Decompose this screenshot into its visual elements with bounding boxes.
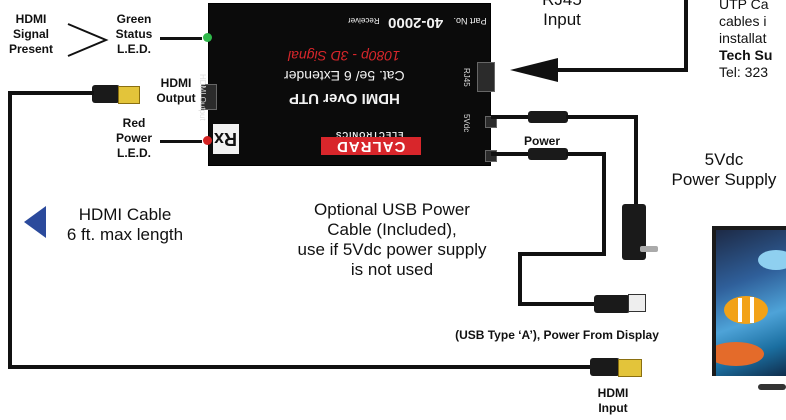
label-line: Input bbox=[598, 401, 628, 415]
usb-stub bbox=[491, 152, 529, 156]
title-line: HDMI Over UTP bbox=[229, 90, 459, 108]
label-line: HDMI bbox=[15, 12, 47, 26]
usb-barrel-plug bbox=[528, 148, 568, 160]
label-line: HDMI Cable bbox=[78, 205, 172, 224]
5vdc-cable-vertical bbox=[634, 115, 638, 207]
bracket-icon bbox=[67, 23, 109, 57]
receiver-label: Receiver bbox=[348, 16, 381, 25]
hdmi-input-label: HDMI Input bbox=[588, 386, 638, 416]
label-line: L.E.D. bbox=[116, 146, 151, 160]
label-line: Power Supply bbox=[671, 170, 777, 189]
usb-cable-h3 bbox=[518, 302, 598, 306]
subtitle-text: Cat. 5e/ 6 Extender bbox=[283, 68, 405, 84]
red-led bbox=[203, 136, 212, 145]
part-number: 40-2000 bbox=[388, 14, 444, 31]
subtitle-line: Cat. 5e/ 6 Extender bbox=[229, 68, 459, 86]
left-arrow-icon bbox=[510, 58, 558, 82]
5vdc-cable-horizontal bbox=[566, 115, 638, 119]
hdmi-output-plug-tip bbox=[118, 86, 140, 104]
info-line: installat bbox=[719, 30, 767, 46]
label-line: Optional USB Power bbox=[314, 200, 470, 219]
hdmi-input-plug-tip bbox=[618, 359, 642, 377]
label-line: Present bbox=[8, 42, 54, 56]
spec-line: 1080p - 3D Signal bbox=[229, 48, 459, 66]
rj45-cable-horizontal bbox=[556, 68, 688, 72]
usb-cable-v1 bbox=[602, 152, 606, 256]
green-status-led-label: Green Status L.E.D. bbox=[108, 12, 160, 57]
hdmi-cable-bottom bbox=[8, 365, 592, 369]
hdmi-output-plug bbox=[92, 85, 120, 103]
power-supply-prong bbox=[640, 246, 658, 252]
label-line: Input bbox=[543, 10, 581, 29]
hdmi-output-port-label: HDMI Output bbox=[198, 74, 207, 121]
power-supply-label: 5Vdc Power Supply bbox=[654, 150, 786, 190]
5vdc-plug bbox=[528, 111, 568, 123]
title-text: HDMI Over UTP bbox=[288, 90, 400, 107]
label-line: RJ45 bbox=[522, 0, 602, 10]
info-line: UTP Ca bbox=[719, 0, 769, 12]
rj45-input-label: RJ45 Input bbox=[522, 0, 602, 30]
5vdc-port-label: 5Vdc bbox=[462, 114, 471, 133]
rx-text: Rx bbox=[214, 129, 238, 149]
optional-usb-label: Optional USB Power Cable (Included), use… bbox=[262, 200, 522, 280]
power-stub-top bbox=[491, 115, 529, 119]
part-number-row: Part No. 40-2000 Receiver bbox=[249, 13, 487, 31]
brand-logo: CALRAD bbox=[321, 137, 421, 155]
info-line: cables i bbox=[719, 13, 767, 29]
hdmi-input-plug bbox=[590, 358, 620, 376]
label-line: Power bbox=[115, 131, 152, 145]
tv-stand bbox=[758, 384, 786, 390]
green-led bbox=[203, 33, 212, 42]
label-line: Green bbox=[116, 12, 152, 26]
label-line: Cable (Included), bbox=[327, 220, 457, 239]
power-label: Power bbox=[523, 134, 560, 148]
red-power-led-label: Red Power L.E.D. bbox=[108, 116, 160, 161]
label-line: 6 ft. max length bbox=[66, 225, 184, 244]
utp-info-text: UTP Ca cables i installat Tech Su Tel: 3… bbox=[719, 0, 786, 81]
hdmi-output-port bbox=[201, 84, 217, 110]
rj45-port-label: RJ45 bbox=[462, 68, 471, 87]
usb-type-a-tip bbox=[628, 294, 646, 312]
label-line: Red bbox=[122, 116, 146, 130]
label-line: L.E.D. bbox=[116, 42, 151, 56]
label-line: Status bbox=[115, 27, 153, 41]
left-triangle-icon bbox=[24, 206, 46, 238]
hdmi-cable-left bbox=[8, 91, 12, 369]
spec-text: 1080p - 3D Signal bbox=[287, 48, 401, 64]
usb-cable-h1 bbox=[566, 152, 606, 156]
part-number-label: Part No. bbox=[453, 16, 487, 26]
usb-cable-v2 bbox=[518, 252, 522, 306]
receiver-device: HDMI Output Part No. 40-2000 Receiver 10… bbox=[198, 3, 497, 166]
rj45-cable-vertical bbox=[684, 0, 688, 72]
label-line: Output bbox=[156, 91, 196, 105]
tropical-fish-image bbox=[716, 250, 786, 366]
hdmi-output-label: HDMI Output bbox=[148, 76, 204, 106]
tech-support-line: Tech Su bbox=[719, 47, 773, 63]
label-line: is not used bbox=[350, 260, 434, 279]
rx-badge: Rx bbox=[213, 124, 239, 154]
label-line: Signal bbox=[12, 27, 49, 41]
label-line: use if 5Vdc power supply bbox=[297, 240, 487, 259]
rj45-port bbox=[477, 62, 495, 92]
usb-type-a-label: (USB Type ‘A’), Power From Display bbox=[455, 328, 659, 342]
display-image bbox=[712, 226, 786, 376]
usb-type-a-plug bbox=[594, 295, 630, 313]
brand-text: CALRAD bbox=[336, 138, 406, 155]
hdmi-cable-label: HDMI Cable 6 ft. max length bbox=[50, 205, 200, 245]
label-line: HDMI bbox=[160, 76, 192, 90]
label-line: HDMI bbox=[597, 386, 629, 400]
tel-line: Tel: 323 bbox=[719, 64, 769, 80]
usb-cable-h2 bbox=[518, 252, 606, 256]
green-led-leader-line bbox=[160, 37, 202, 40]
red-led-leader-line bbox=[160, 140, 202, 143]
hdmi-cable-top bbox=[8, 91, 94, 95]
label-line: 5Vdc bbox=[704, 150, 744, 169]
hdmi-signal-present-label: HDMI Signal Present bbox=[0, 12, 62, 57]
